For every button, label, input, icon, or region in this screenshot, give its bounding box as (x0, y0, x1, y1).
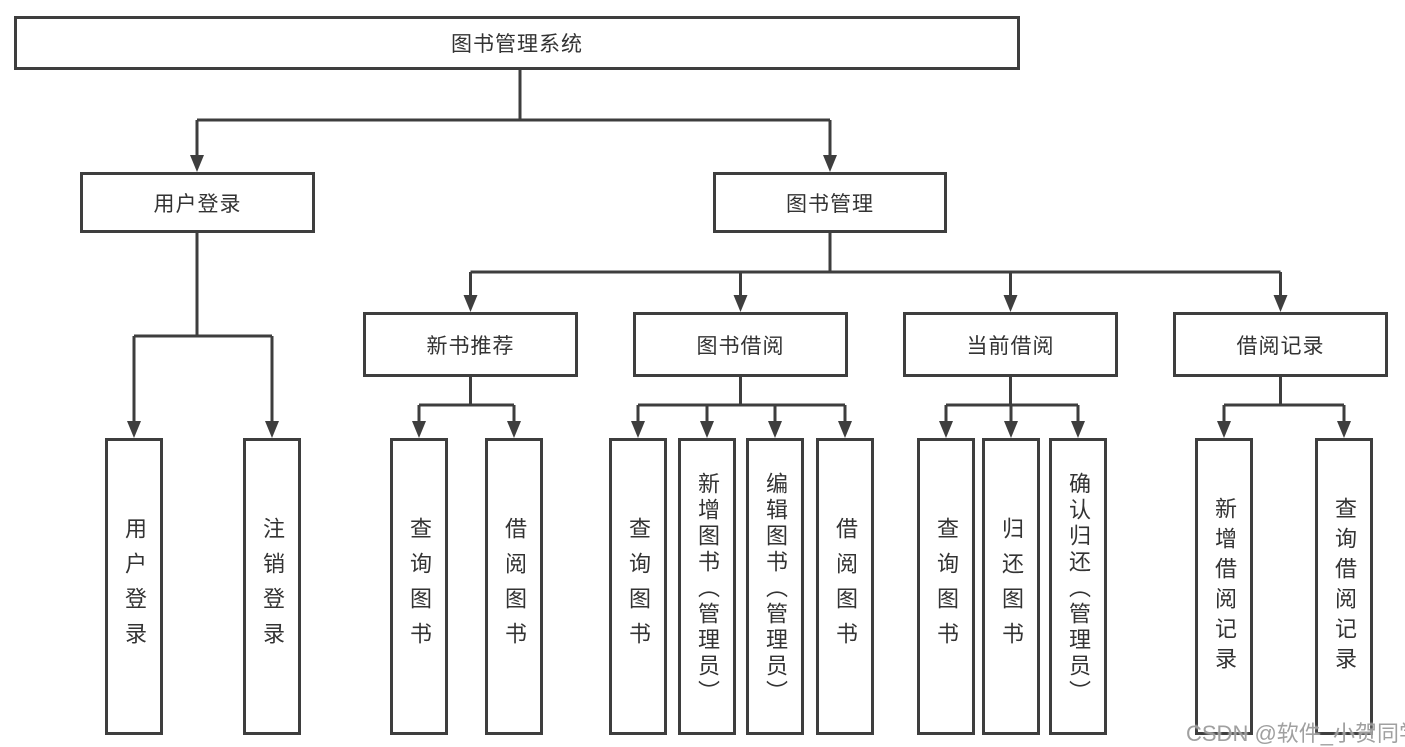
arrow-down-icon (463, 295, 478, 312)
leaf-borrow-books: 借阅图书 (816, 438, 874, 735)
node-label: 新增图书（管理员） (695, 471, 720, 706)
node-new-book-recommendation: 新书推荐 (363, 312, 578, 377)
watermark: CSDN @软件_小贺同学 (1186, 721, 1405, 746)
leaf-query-books-current: 查询图书 (917, 438, 975, 735)
arrow-down-icon (1217, 421, 1231, 438)
leaf-user-login: 用户登录 (105, 438, 163, 735)
node-label: 归还图书 (999, 516, 1024, 657)
arrow-down-icon (1004, 421, 1018, 438)
leaf-query-books-recommend: 查询图书 (390, 438, 448, 735)
node-label: 用户登录 (153, 192, 242, 216)
node-book-management-module: 图书管理 (713, 172, 947, 233)
arrow-down-icon (1273, 295, 1288, 312)
leaf-logout: 注销登录 (243, 438, 301, 735)
node-label: 新书推荐 (426, 334, 515, 358)
node-label: 注销登录 (260, 516, 285, 657)
leaf-borrow-books-recommend: 借阅图书 (485, 438, 543, 735)
leaf-query-books-borrow: 查询图书 (609, 438, 667, 735)
arrow-down-icon (265, 421, 279, 438)
arrow-down-icon (1003, 295, 1018, 312)
leaf-return-books: 归还图书 (982, 438, 1040, 735)
arrow-down-icon (1071, 421, 1085, 438)
node-user-login-module: 用户登录 (80, 172, 315, 233)
node-label: 编辑图书（管理员） (763, 471, 788, 706)
node-label: 借阅图书 (833, 516, 858, 657)
node-root-system: 图书管理系统 (14, 16, 1020, 70)
arrow-down-icon (768, 421, 782, 438)
arrow-down-icon (507, 421, 521, 438)
arrow-down-icon (631, 421, 645, 438)
arrow-down-icon (190, 155, 204, 172)
node-label: 借阅图书 (502, 516, 527, 657)
node-label: 查询借阅记录 (1332, 496, 1357, 677)
leaf-add-books-admin: 新增图书（管理员） (678, 438, 736, 735)
node-label: 图书管理系统 (451, 33, 583, 56)
node-label: 查询图书 (626, 516, 651, 657)
node-label: 查询图书 (934, 516, 959, 657)
arrow-down-icon (700, 421, 714, 438)
node-label: 图书管理 (786, 192, 874, 216)
arrow-down-icon (1337, 421, 1351, 438)
node-label: 当前借阅 (966, 334, 1055, 358)
arrow-down-icon (127, 421, 141, 438)
arrow-down-icon (939, 421, 953, 438)
node-label: 新增借阅记录 (1212, 496, 1237, 677)
node-book-borrowing: 图书借阅 (633, 312, 848, 377)
leaf-edit-books-admin: 编辑图书（管理员） (746, 438, 804, 735)
leaf-confirm-return-admin: 确认归还（管理员） (1049, 438, 1107, 735)
node-label: 图书借阅 (696, 334, 785, 358)
arrow-down-icon (733, 295, 748, 312)
node-label: 查询图书 (407, 516, 432, 657)
node-label: 用户登录 (122, 516, 147, 657)
node-label: 确认归还（管理员） (1066, 471, 1091, 706)
node-current-borrowing: 当前借阅 (903, 312, 1118, 377)
node-borrowing-records: 借阅记录 (1173, 312, 1388, 377)
leaf-add-borrow-record: 新增借阅记录 (1195, 438, 1253, 735)
arrow-down-icon (823, 155, 837, 172)
arrow-down-icon (838, 421, 852, 438)
node-label: 借阅记录 (1236, 334, 1325, 358)
arrow-down-icon (412, 421, 426, 438)
leaf-query-borrow-record: 查询借阅记录 (1315, 438, 1373, 735)
